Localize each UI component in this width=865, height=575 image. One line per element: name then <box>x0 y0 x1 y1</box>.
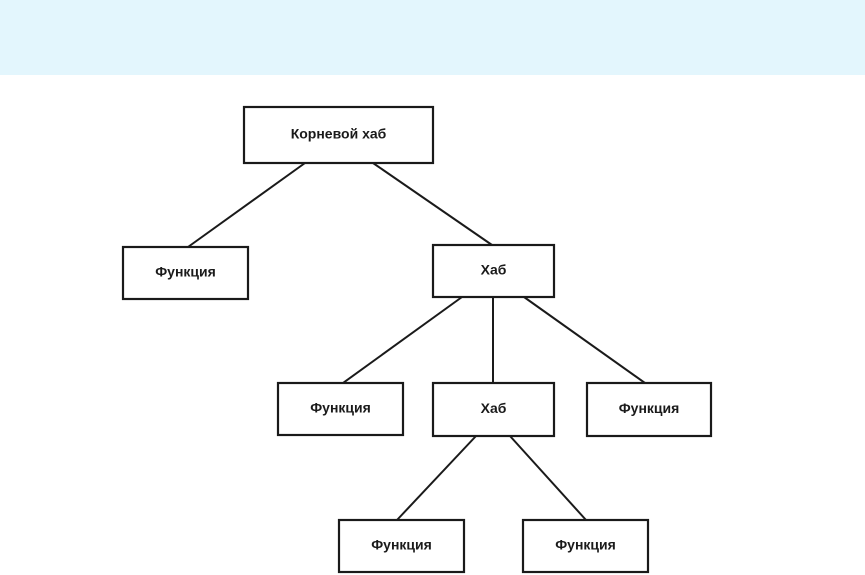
edge-root-hub1 <box>372 162 493 246</box>
node-label: Функция <box>371 537 432 553</box>
node-root: Корневой хаб <box>242 105 435 165</box>
node-label: Хаб <box>481 262 507 278</box>
edge-hub1-f3 <box>523 296 646 384</box>
node-function-left: Функция <box>121 245 250 301</box>
node-box <box>431 243 556 299</box>
node-hub-level2: Хаб <box>431 381 556 438</box>
node-function-bottom-left: Функция <box>337 518 466 574</box>
node-label: Корневой хаб <box>291 126 387 142</box>
node-label: Функция <box>619 400 680 416</box>
edge-root-f1 <box>187 162 306 248</box>
node-function-mid-left: Функция <box>276 381 405 437</box>
node-label: Функция <box>155 264 216 280</box>
node-function-bottom-right: Функция <box>521 518 650 574</box>
node-box <box>242 105 435 165</box>
node-function-mid-right: Функция <box>585 381 713 438</box>
node-box <box>121 245 250 301</box>
node-box <box>521 518 650 574</box>
node-box <box>276 381 405 437</box>
node-box <box>585 381 713 438</box>
edge-hub2-f4 <box>396 435 477 521</box>
node-box <box>431 381 556 438</box>
node-label: Хаб <box>481 400 507 416</box>
node-label: Функция <box>555 537 616 553</box>
edge-hub2-f5 <box>509 435 587 521</box>
node-label: Функция <box>310 400 371 416</box>
edge-hub1-f2 <box>342 296 463 384</box>
node-hub-level1: Хаб <box>431 243 556 299</box>
node-box <box>337 518 466 574</box>
edge-layer <box>187 162 646 521</box>
header-banner <box>0 0 865 75</box>
